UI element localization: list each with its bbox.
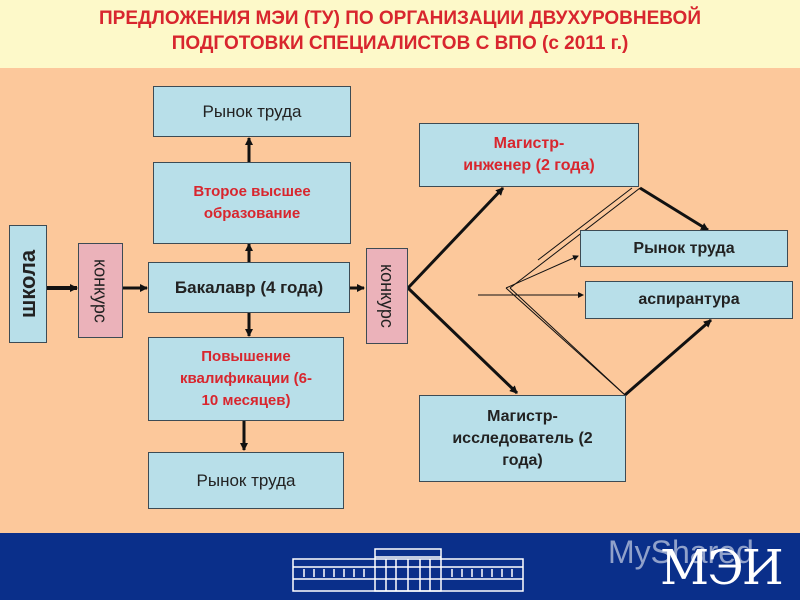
node-contest-left: конкурс	[78, 243, 123, 338]
arrow-engineer-labor	[639, 186, 709, 232]
node-master-research-label: Магистр- исследователь (2 года)	[452, 407, 593, 469]
title-line-1: ПРЕДЛОЖЕНИЯ МЭИ (ТУ) ПО ОРГАНИЗАЦИИ ДВУХ…	[99, 8, 701, 29]
title-line-2: ПОДГОТОВКИ СПЕЦИАЛИСТОВ С ВПО (с 2011 г.…	[171, 33, 629, 54]
thin-research-cross	[505, 287, 626, 396]
node-postgrad: аспирантура	[585, 281, 793, 319]
arrow-contest-engineer	[406, 186, 505, 290]
node-labor-bottom: Рынок труда	[148, 452, 344, 509]
page-title: ПРЕДЛОЖЕНИЯ МЭИ (ТУ) ПО ОРГАНИЗАЦИИ ДВУХ…	[0, 6, 800, 56]
node-master-research: Магистр- исследователь (2 года)	[419, 395, 626, 482]
watermark: MyShared	[608, 534, 754, 570]
node-labor-bottom-label: Рынок труда	[196, 470, 296, 490]
node-master-engineer-label: Магистр-инженер (2 года)	[463, 135, 595, 174]
node-bachelor: Бакалавр (4 года)	[148, 262, 350, 313]
arrow-contest-research	[406, 286, 519, 395]
node-labor-top: Рынок труда	[153, 86, 351, 137]
node-second-higher-label: Второе высшее образование	[193, 183, 311, 222]
node-contest-left-label: конкурс	[90, 258, 111, 323]
mei-logo: МЭИ	[660, 540, 784, 596]
node-contest-right: конкурс	[366, 248, 408, 344]
node-labor-top-label: Рынок труда	[202, 101, 302, 121]
thin-engineer-research-diag	[537, 187, 633, 261]
node-contest-right-label: конкурс	[377, 264, 397, 328]
thin-engineer-cross	[509, 187, 641, 289]
arrow-research-postgrad	[624, 318, 712, 397]
node-labor-right: Рынок труда	[580, 230, 788, 267]
node-qualification-label: Повышение квалификации (6-10 месяцев)	[180, 348, 312, 409]
node-postgrad-label: аспирантура	[638, 291, 740, 308]
node-labor-right-label: Рынок труда	[633, 239, 735, 257]
node-second-higher: Второе высшее образование	[153, 162, 351, 244]
node-bachelor-label: Бакалавр (4 года)	[174, 277, 324, 297]
node-school-label: школа	[15, 249, 40, 319]
thin-to-labor-right	[505, 255, 579, 289]
node-school: школа	[9, 225, 47, 343]
title-banner	[0, 0, 800, 68]
node-master-engineer: Магистр-инженер (2 года)	[419, 123, 639, 187]
node-qualification: Повышение квалификации (6-10 месяцев)	[148, 337, 344, 421]
university-building-icon	[292, 548, 524, 592]
